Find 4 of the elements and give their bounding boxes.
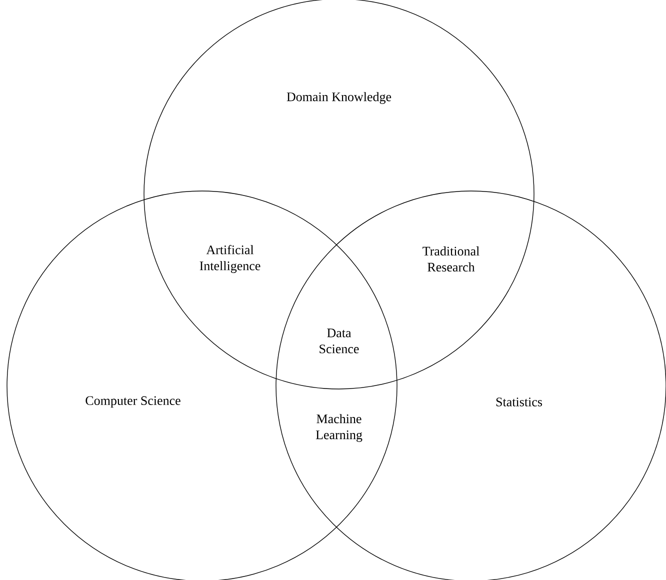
region-label: Machine Learning <box>316 414 362 442</box>
region-label: Data Science <box>320 328 359 354</box>
region-label: Artificial Intelligence <box>200 245 260 273</box>
region-label: Traditional Research <box>422 246 480 272</box>
